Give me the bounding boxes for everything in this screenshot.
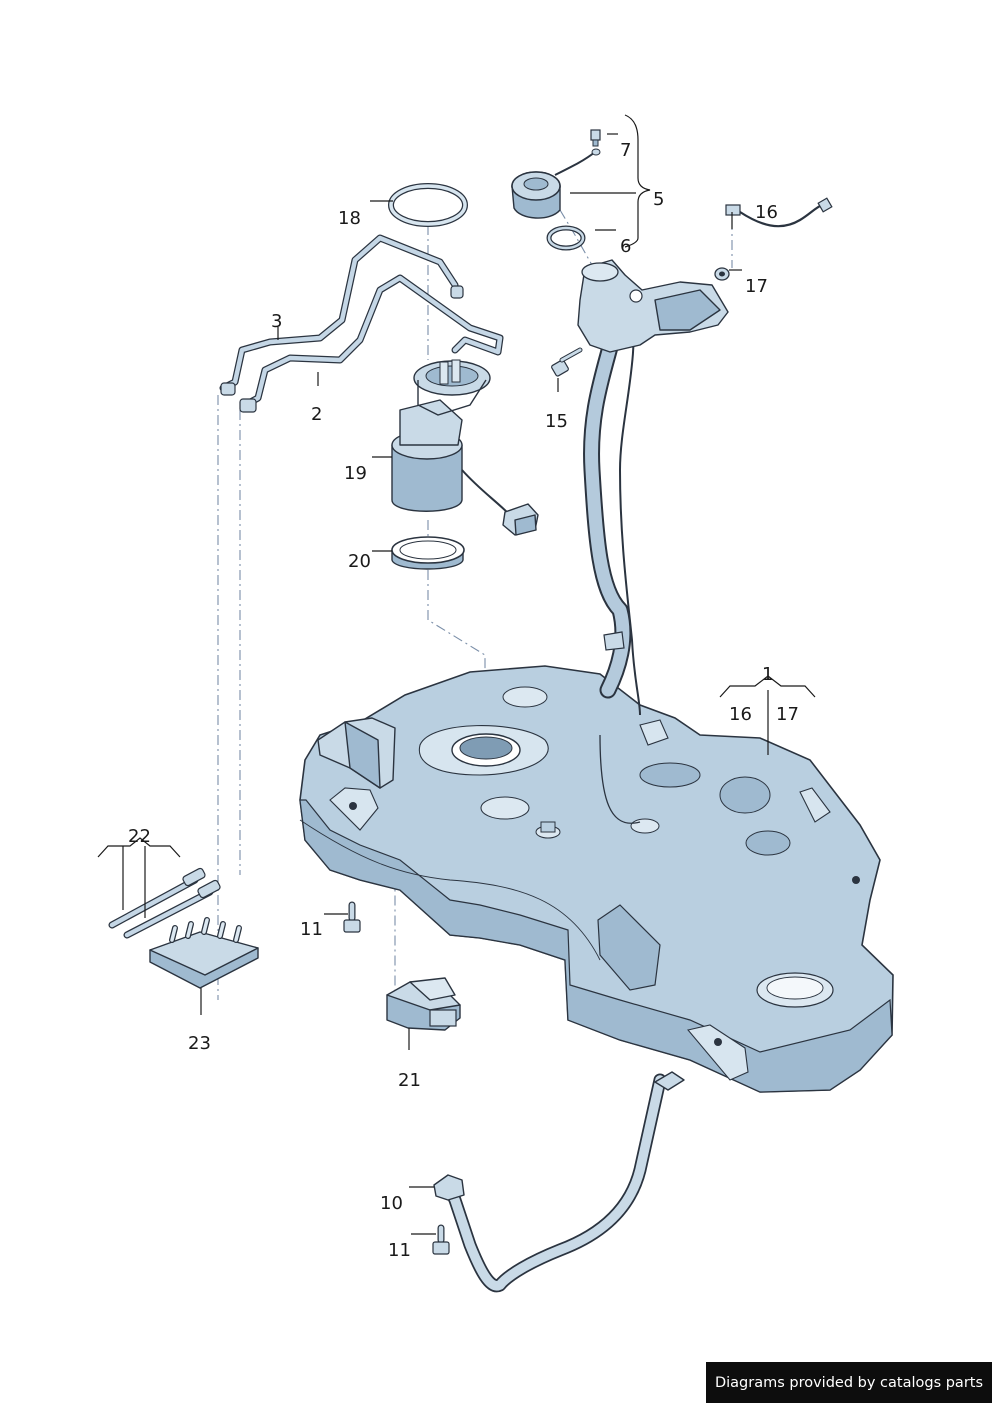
fuel-line-2[interactable] [241,274,504,409]
label-21: 21 [398,1070,421,1091]
line-ends-22[interactable] [108,867,221,939]
label-20: 20 [348,551,371,572]
attribution-banner: Diagrams provided by catalogs parts [706,1362,992,1403]
grommet-17[interactable] [714,267,730,281]
strap-bracket-10[interactable] [433,1174,465,1201]
label-15: 15 [545,411,568,432]
label-18: 18 [338,208,361,229]
filler-cap[interactable] [511,148,601,219]
tank-strap[interactable] [441,1071,685,1293]
label-19: 19 [344,463,367,484]
fuel-pump-19[interactable] [391,359,539,536]
label-5: 5 [653,189,664,210]
filler-neck[interactable] [577,259,729,716]
label-1: 1 [762,664,773,685]
part-number-labels: 1 2 3 5 6 7 10 11 11 15 16 17 16 17 18 1… [128,140,799,1261]
label-23: 23 [188,1033,211,1054]
leader-lines [97,114,816,1235]
seal-ring-20[interactable] [391,536,465,570]
label-11-lower: 11 [388,1240,411,1261]
screw-15[interactable] [551,347,583,377]
sensor-wire-16[interactable] [725,197,833,228]
screw-7[interactable] [590,129,601,147]
line-connectors [220,285,464,413]
label-16-wire: 16 [755,202,778,223]
fuel-tank[interactable] [299,665,894,1093]
label-2: 2 [311,404,322,425]
label-7: 7 [620,140,631,161]
housing-21[interactable] [386,977,461,1031]
label-17-tank: 17 [776,704,799,725]
label-10: 10 [380,1193,403,1214]
label-16-tank: 16 [729,704,752,725]
label-22: 22 [128,826,151,847]
fuel-line-3[interactable] [219,234,459,392]
bolt-11-upper[interactable] [343,901,361,933]
label-11-upper: 11 [300,919,323,940]
label-3: 3 [271,311,282,332]
label-6: 6 [620,236,631,257]
bolt-11-lower[interactable] [432,1224,450,1255]
clip-holder-23[interactable] [149,917,259,989]
lock-ring-18[interactable] [388,183,468,227]
label-17-grommet: 17 [745,276,768,297]
